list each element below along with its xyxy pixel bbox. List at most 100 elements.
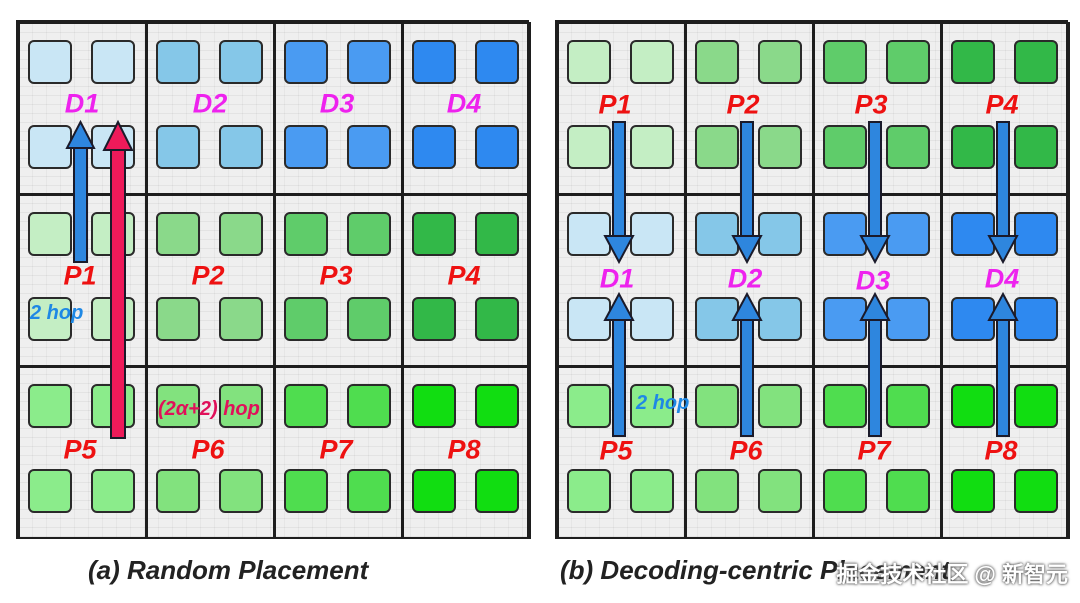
gpu-tile — [886, 384, 930, 428]
gpu-tile — [758, 212, 802, 256]
gpu-tile — [347, 297, 391, 341]
gpu-tile — [284, 297, 328, 341]
arrow-p3-to-d3-down — [859, 121, 891, 265]
node-group — [402, 366, 531, 539]
label-p5: P5 — [63, 434, 97, 465]
gpu-tile — [1014, 125, 1058, 169]
arrow-p5-to-d1-up — [603, 291, 635, 437]
gpu-tile — [951, 40, 995, 84]
gpu-tile — [567, 297, 611, 341]
gpu-tile — [347, 212, 391, 256]
gpu-tile — [823, 469, 867, 513]
gpu-tile — [28, 40, 72, 84]
label-p4: P4 — [447, 260, 481, 291]
gpu-tile — [951, 469, 995, 513]
label-p6: P6 — [191, 434, 225, 465]
gpu-tile — [475, 384, 519, 428]
label-d3: D3 — [855, 265, 891, 296]
gpu-tile — [412, 297, 456, 341]
gpu-tile — [951, 212, 995, 256]
gpu-tile — [695, 125, 739, 169]
gpu-tile — [28, 297, 72, 341]
gpu-tile — [630, 40, 674, 84]
gpu-tile — [156, 297, 200, 341]
caption-random-placement: (a) Random Placement — [88, 555, 369, 585]
label-p3: P3 — [319, 260, 353, 291]
gpu-tile — [823, 384, 867, 428]
gpu-tile — [886, 297, 930, 341]
caption-decoding-centric-placement: (b) Decoding-centric Placement — [560, 555, 951, 585]
label-p3: P3 — [854, 89, 888, 120]
gpu-tile — [630, 297, 674, 341]
gpu-tile — [758, 469, 802, 513]
gpu-tile — [475, 125, 519, 169]
arrow-p8-to-d4-up — [987, 291, 1019, 437]
arrow-p5-to-d1 — [102, 119, 134, 439]
gpu-tile — [412, 212, 456, 256]
arrow-p7-to-d3-up — [859, 291, 891, 437]
label-p1: P1 — [63, 260, 97, 291]
hop-label-2a-plus-2-hop: (2α+2) hop — [158, 398, 260, 420]
panel-decoding-centric-placement — [555, 20, 1070, 539]
label-d2: D2 — [192, 88, 228, 119]
gpu-tile — [156, 384, 200, 428]
gpu-tile — [823, 212, 867, 256]
gpu-tile — [758, 125, 802, 169]
gpu-tile — [156, 40, 200, 84]
arrow-p1-to-d1 — [65, 119, 96, 263]
label-p1: P1 — [598, 89, 632, 120]
gpu-tile — [284, 125, 328, 169]
gpu-tile — [219, 125, 263, 169]
label-p6: P6 — [729, 435, 763, 466]
gpu-tile — [347, 384, 391, 428]
gpu-tile — [412, 469, 456, 513]
hop-label-2-hop: 2 hop — [636, 392, 690, 414]
gpu-tile — [695, 297, 739, 341]
gpu-tile — [567, 40, 611, 84]
gpu-tile — [284, 212, 328, 256]
gpu-tile — [91, 40, 135, 84]
gpu-tile — [28, 469, 72, 513]
gpu-tile — [886, 40, 930, 84]
label-p4: P4 — [985, 89, 1019, 120]
gpu-tile — [630, 469, 674, 513]
gpu-tile — [475, 297, 519, 341]
gpu-tile — [28, 212, 72, 256]
gpu-tile — [695, 212, 739, 256]
gpu-tile — [219, 384, 263, 428]
gpu-tile — [695, 469, 739, 513]
gpu-tile — [475, 469, 519, 513]
gpu-tile — [630, 384, 674, 428]
watermark: 掘金技术社区 @ 新智元 — [836, 562, 1068, 587]
gpu-tile — [1014, 469, 1058, 513]
label-d1: D1 — [599, 263, 635, 294]
gpu-tile — [475, 212, 519, 256]
gpu-tile — [219, 469, 263, 513]
gpu-tile — [156, 212, 200, 256]
gpu-tile — [1014, 384, 1058, 428]
gpu-tile — [823, 40, 867, 84]
hop-label-2-hop: 2 hop — [30, 302, 84, 324]
gpu-tile — [284, 469, 328, 513]
gpu-tile — [567, 469, 611, 513]
gpu-tile — [347, 469, 391, 513]
gpu-tile — [28, 384, 72, 428]
gpu-tile — [284, 384, 328, 428]
gpu-tile — [156, 125, 200, 169]
panel-random-placement — [16, 20, 531, 539]
gpu-tile — [886, 212, 930, 256]
gpu-tile — [886, 125, 930, 169]
label-d3: D3 — [319, 88, 355, 119]
label-d2: D2 — [727, 263, 763, 294]
arrow-p6-to-d2-up — [731, 291, 763, 437]
label-p2: P2 — [726, 89, 760, 120]
gpu-tile — [758, 384, 802, 428]
gpu-tile — [219, 212, 263, 256]
gpu-tile — [695, 40, 739, 84]
arrow-p1-to-d1-down — [603, 121, 635, 265]
gpu-tile — [951, 125, 995, 169]
gpu-tile — [823, 125, 867, 169]
label-p8: P8 — [984, 435, 1018, 466]
gpu-tile — [1014, 40, 1058, 84]
